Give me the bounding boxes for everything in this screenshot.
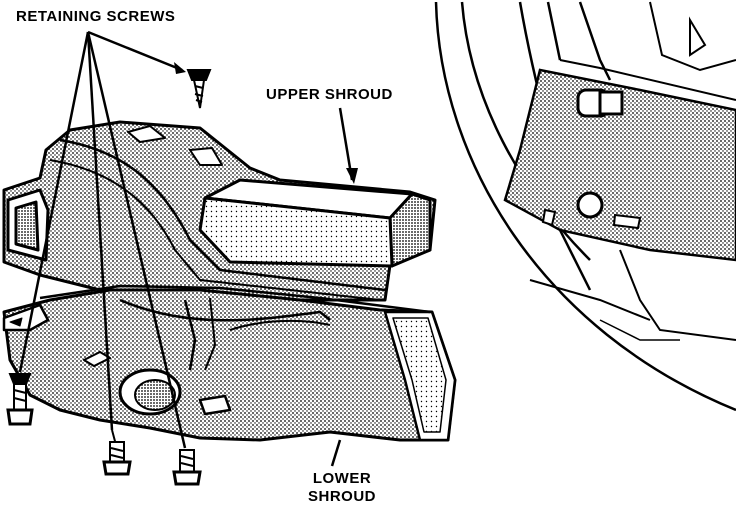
lower-shroud-label-line1: LOWER	[312, 470, 372, 487]
inset-screw-hole-icon	[576, 191, 604, 219]
inset-circle-boundary	[434, 1, 736, 412]
upper-shroud-label: UPPER SHROUD	[266, 86, 393, 103]
lower-shroud-label-line2: SHROUD	[308, 488, 377, 505]
inset-detail-view	[434, 1, 736, 412]
screw-top-icon	[186, 69, 212, 109]
lower-shroud-part	[2, 284, 457, 442]
upper-shroud-part	[2, 120, 437, 302]
lower-shroud-label: LOWER SHROUD	[308, 470, 376, 506]
screw-left-icon	[6, 373, 34, 426]
inset-mounting-bracket	[503, 68, 736, 262]
leader-arrowheads	[174, 62, 358, 184]
screw-bottom-middle-icon	[102, 429, 132, 476]
retaining-screws-label: RETAINING SCREWS	[16, 8, 176, 25]
screw-bottom-right-icon	[172, 449, 202, 486]
